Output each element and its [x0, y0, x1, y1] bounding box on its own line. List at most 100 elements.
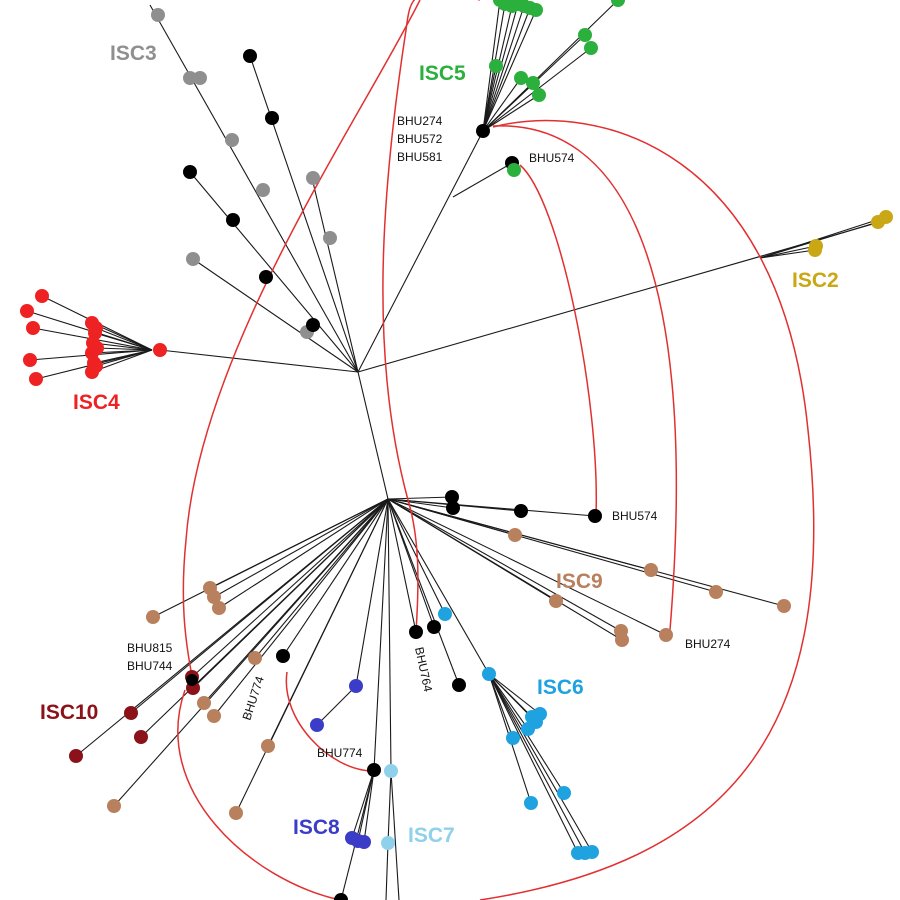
tree-branches — [26, 0, 887, 900]
tree-branch — [482, 77, 522, 132]
isolate-node-isc4 — [89, 359, 103, 373]
isolate-label-bhu744: BHU744 — [127, 659, 173, 673]
isolate-node-isc4 — [89, 321, 103, 335]
tree-nodes — [20, 0, 893, 900]
isolate-node-isc6 — [438, 607, 452, 621]
transmission-link — [492, 125, 678, 631]
isolate-node-isc3 — [225, 133, 239, 147]
tree-branch — [452, 162, 513, 198]
tree-branch — [387, 498, 490, 675]
tree-branch — [357, 130, 484, 373]
tree-branch — [387, 496, 453, 500]
transmission-link — [285, 671, 373, 772]
tree-branch — [387, 770, 392, 844]
internal-node — [306, 318, 320, 332]
isolate-node-isc8 — [349, 679, 363, 693]
isolate-node-isc4 — [35, 289, 49, 303]
isolate-node-isc5 — [532, 88, 546, 102]
isolate-node-isc5 — [526, 76, 540, 90]
cluster-label-isc2: ISC2 — [792, 269, 839, 292]
tree-branch — [387, 498, 460, 686]
tree-branch — [363, 769, 375, 843]
isolate-node-isc9 — [146, 610, 160, 624]
tree-branch — [387, 498, 417, 633]
tree-branch — [482, 9, 537, 132]
tree-branch — [482, 94, 540, 132]
transmission-link — [479, 119, 815, 900]
isolate-node-isc7 — [381, 836, 395, 850]
cluster-label-isc8: ISC8 — [293, 816, 340, 839]
cluster-label-isc3: ISC3 — [110, 42, 157, 65]
isolate-node-isc9 — [549, 594, 563, 608]
tree-branch — [488, 673, 586, 854]
isolate-node-isc2 — [879, 210, 893, 224]
internal-node — [514, 504, 528, 518]
tree-branch — [191, 498, 389, 678]
transmission-link — [177, 689, 341, 900]
tree-branch — [387, 498, 622, 632]
tree-branch — [95, 327, 153, 351]
isolate-node-isc4 — [153, 343, 167, 357]
tree-branch — [95, 349, 153, 367]
isolate-node-isc9 — [248, 651, 262, 665]
isolate-node-isc9 — [229, 806, 243, 820]
isolate-node-isc9 — [212, 601, 226, 615]
tree-branch — [482, 5, 525, 132]
isolate-node-isc4 — [26, 321, 40, 335]
isolate-node-isc5 — [578, 28, 592, 42]
isolate-node-isc8 — [357, 835, 371, 849]
isolate-node-isc9 — [261, 739, 275, 753]
tree-branch — [759, 245, 817, 259]
isolate-label-bhu815: BHU815 — [127, 641, 173, 655]
tree-branch — [387, 498, 596, 517]
tree-branch — [282, 498, 389, 657]
internal-node — [334, 893, 348, 900]
tree-branch — [355, 498, 389, 687]
tree-branch — [254, 498, 389, 659]
tree-branch — [159, 349, 359, 373]
isolate-node-isc6 — [524, 796, 538, 810]
isolate-node-isc9 — [615, 633, 629, 647]
isolate-node-isc3 — [183, 71, 197, 85]
cluster-label-isc7: ISC7 — [408, 824, 455, 847]
internal-node — [445, 490, 459, 504]
internal-node — [476, 124, 490, 138]
tree-branch — [149, 4, 359, 373]
internal-node — [265, 111, 279, 125]
isolate-label-bhu574: BHU574 — [612, 509, 658, 523]
cluster-label-isc5: ISC5 — [419, 62, 466, 85]
isolate-node-isc10 — [69, 749, 83, 763]
isolate-node-isc9 — [207, 709, 221, 723]
isolate-node-isc5 — [529, 3, 543, 17]
tree-branch — [213, 498, 389, 598]
tree-branch — [488, 673, 593, 853]
tree-branch — [488, 673, 579, 854]
isolate-label-bhu774: BHU774 — [240, 674, 267, 722]
isolate-node-isc4 — [23, 353, 37, 367]
tree-branch — [387, 498, 623, 641]
tree-branch — [189, 171, 359, 373]
tree-branch — [390, 770, 400, 900]
isolate-node-isc6 — [557, 786, 571, 800]
cluster-label-isc4: ISC4 — [73, 391, 120, 414]
tree-branch — [373, 498, 389, 771]
isolate-node-isc5 — [584, 41, 598, 55]
isolate-node-isc9 — [709, 585, 723, 599]
isolate-node-isc5 — [507, 163, 521, 177]
tree-branch — [488, 673, 541, 715]
internal-node — [183, 165, 197, 179]
isolate-label-bhu274: BHU274 — [397, 114, 443, 128]
isolate-node-isc9 — [659, 628, 673, 642]
internal-node — [452, 678, 466, 692]
isolate-label-bhu581: BHU581 — [397, 150, 443, 164]
isolate-node-isc10 — [124, 706, 138, 720]
tree-branch — [351, 769, 375, 839]
tree-branch — [94, 332, 153, 351]
tree-branch — [249, 55, 359, 373]
isolate-node-isc9 — [197, 696, 211, 710]
isolate-label-bhu574: BHU574 — [529, 151, 575, 165]
isolate-node-isc6 — [482, 667, 496, 681]
transmission-link — [182, 0, 421, 677]
tree-branch — [387, 498, 446, 615]
cluster-label-isc10: ISC10 — [40, 701, 98, 724]
